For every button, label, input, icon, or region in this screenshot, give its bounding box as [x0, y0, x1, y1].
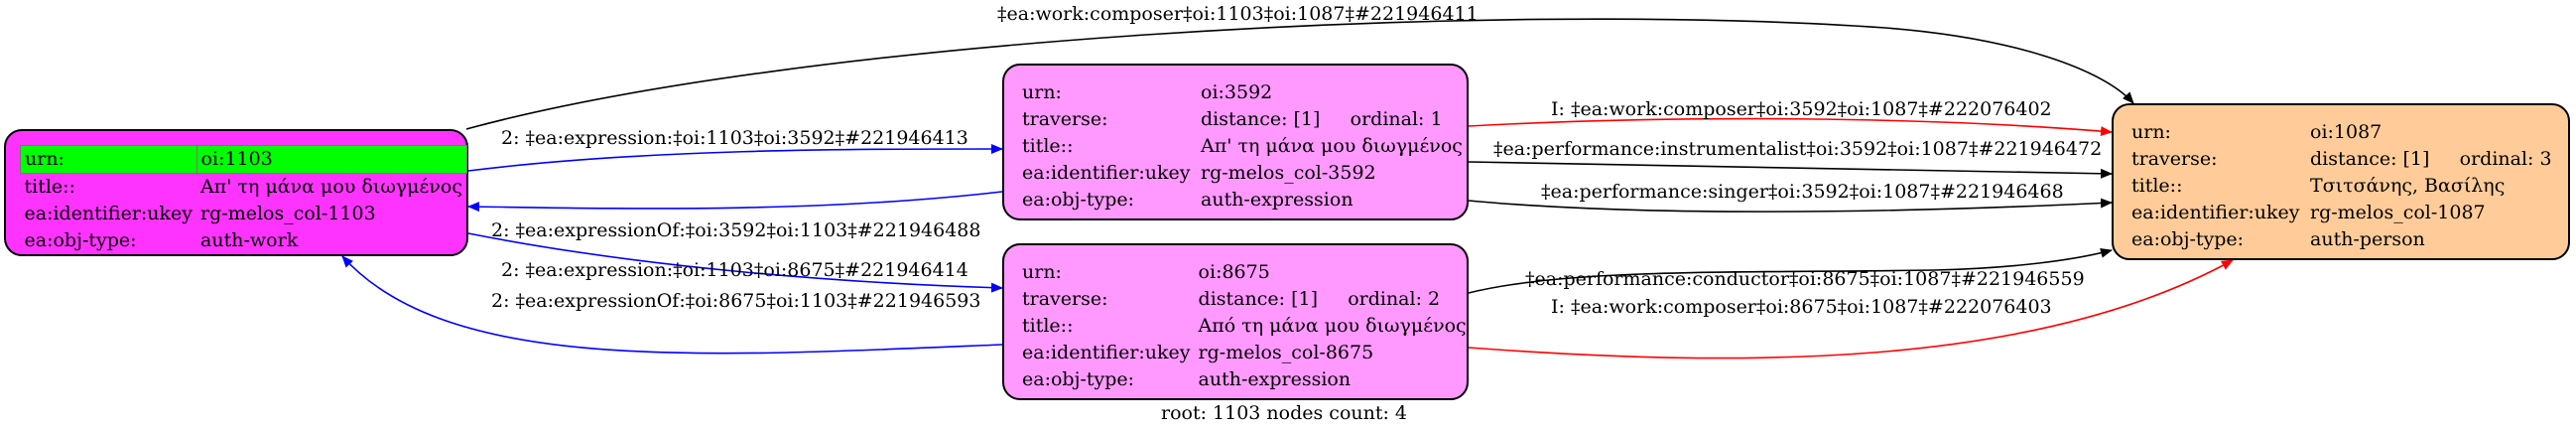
node-row-traverse: traverse: distance: [1] ordinal: 3: [2127, 146, 2556, 173]
row-key: title::: [1022, 135, 1074, 157]
node-oi-3592[interactable]: urn: oi:3592 traverse: distance: [1] ord…: [1002, 64, 1469, 220]
row-value: rg-melos_col-8675: [1198, 342, 1374, 363]
edge-expression-1103-3592: [467, 144, 1003, 172]
traverse-ordinal: ordinal: 2: [1348, 288, 1441, 310]
node-row-obj-type: ea:obj-type: auth-work: [21, 227, 467, 254]
node-row-title: title:: Απ' τη μάνα μου διωγμένος: [21, 174, 467, 202]
row-key: ea:identifier:ukey: [24, 203, 193, 224]
node-row-title: title:: Από τη μάνα μου διωγμένος: [1018, 313, 1471, 340]
row-value: auth-expression: [1198, 368, 1352, 390]
row-value: auth-person: [2310, 228, 2425, 250]
row-value: rg-melos_col-1087: [2310, 202, 2486, 223]
edge-label-e4: 2: ‡ea:expression:‡oi:1103‡oi:8675‡#2219…: [501, 259, 968, 281]
row-value: Απ' τη μάνα μου διωγμένος: [200, 176, 462, 198]
edge-label-e2: 2: ‡ea:expression:‡oi:1103‡oi:3592‡#2219…: [501, 127, 968, 149]
node-row-urn: urn: oi:3592: [1018, 79, 1467, 106]
row-key: ea:identifier:ukey: [1022, 342, 1191, 363]
edge-expressionOf-8675-1103: [341, 255, 1003, 355]
row-value: oi:3592: [1201, 81, 1273, 103]
edge-expressionOf-3592-1103: [467, 191, 1003, 213]
node-row-ukey: ea:identifier:ukey rg-melos_col-1103: [21, 201, 467, 227]
edge-singer-3592-1087: [1468, 198, 2113, 213]
row-value: Απ' τη μάνα μου διωγμένος: [1201, 135, 1463, 157]
row-key: urn:: [1022, 81, 1062, 103]
traverse-distance: distance: [1]: [2310, 148, 2430, 170]
row-value: auth-expression: [1201, 189, 1353, 211]
row-key: ea:obj-type:: [1022, 368, 1135, 390]
edge-label-e3: 2: ‡ea:expressionOf:‡oi:3592‡oi:1103‡#22…: [491, 219, 980, 241]
row-key: urn:: [20, 145, 197, 174]
node-oi-1103[interactable]: urn: oi:1103 title:: Απ' τη μάνα μου διω…: [4, 129, 468, 256]
node-oi-8675-table: urn: oi:8675 traverse: distance: [1] ord…: [1018, 259, 1471, 393]
node-row-obj-type: ea:obj-type: auth-expression: [1018, 366, 1471, 393]
edge-label-e9: ‡ea:performance:conductor‡oi:8675‡oi:108…: [1525, 268, 2085, 290]
traverse-distance: distance: [1]: [1198, 288, 1318, 310]
edge-composer-3592-1087: [1468, 117, 2113, 137]
row-value: oi:1087: [2310, 121, 2383, 143]
node-row-urn: urn: oi:1087: [2127, 119, 2556, 146]
node-row-urn: urn: oi:8675: [1018, 259, 1471, 286]
edge-composer-1103-1087: [465, 18, 2134, 130]
node-oi-8675[interactable]: urn: oi:8675 traverse: distance: [1] ord…: [1002, 243, 1469, 400]
row-key: title::: [24, 176, 75, 198]
row-key: ea:identifier:ukey: [2131, 202, 2300, 223]
node-row-ukey: ea:identifier:ukey rg-melos_col-3592: [1018, 160, 1467, 187]
node-oi-1087-table: urn: oi:1087 traverse: distance: [1] ord…: [2127, 119, 2556, 253]
node-oi-1087[interactable]: urn: oi:1087 traverse: distance: [1] ord…: [2112, 103, 2570, 260]
edge-conductor-8675-1087: [1468, 247, 2113, 294]
row-key: title::: [2131, 175, 2183, 197]
row-key: urn:: [2131, 121, 2171, 143]
graph-footer: root: 1103 nodes count: 4: [1161, 402, 1408, 424]
node-oi-3592-table: urn: oi:3592 traverse: distance: [1] ord…: [1018, 79, 1467, 214]
traverse-distance: distance: [1]: [1201, 108, 1321, 130]
node-oi-1103-table: urn: oi:1103 title:: Απ' τη μάνα μου διω…: [20, 145, 467, 254]
row-value: distance: [1] ordinal: 2: [1195, 286, 1471, 313]
traverse-ordinal: ordinal: 3: [2459, 148, 2552, 170]
edge-label-e8: ‡ea:performance:singer‡oi:3592‡oi:1087‡#…: [1541, 181, 2064, 203]
node-row-ukey: ea:identifier:ukey rg-melos_col-1087: [2127, 200, 2556, 226]
node-row-traverse: traverse: distance: [1] ordinal: 1: [1018, 106, 1467, 133]
row-value: oi:1103: [195, 145, 467, 174]
node-row-obj-type: ea:obj-type: auth-person: [2127, 226, 2556, 253]
row-key: traverse:: [1022, 288, 1108, 310]
row-key: ea:obj-type:: [2131, 228, 2245, 250]
row-value: distance: [1] ordinal: 1: [1197, 106, 1467, 133]
node-row-title: title:: Τσιτσάνης, Βασίλης: [2127, 173, 2556, 200]
node-row-ukey: ea:identifier:ukey rg-melos_col-8675: [1018, 340, 1471, 366]
edge-expression-1103-8675: [467, 232, 1003, 293]
node-row-urn: urn: oi:1103: [20, 145, 467, 174]
row-key: ea:obj-type:: [24, 229, 137, 251]
row-value: rg-melos_col-1103: [200, 203, 376, 224]
edge-label-e5: 2: ‡ea:expressionOf:‡oi:8675‡oi:1103‡#22…: [491, 290, 980, 312]
row-key: title::: [1022, 315, 1074, 337]
node-row-obj-type: ea:obj-type: auth-expression: [1018, 187, 1467, 214]
row-key: traverse:: [1022, 108, 1108, 130]
traverse-ordinal: ordinal: 1: [1350, 108, 1443, 130]
edge-label-e6: I: ‡ea:work:composer‡oi:3592‡oi:1087‡#22…: [1551, 98, 2052, 120]
row-key: ea:identifier:ukey: [1022, 162, 1191, 184]
row-value: distance: [1] ordinal: 3: [2306, 146, 2556, 173]
edge-composer-8675-1087: [1468, 259, 2234, 359]
row-value: Από τη μάνα μου διωγμένος: [1198, 315, 1467, 337]
edge-instrumentalist-3592-1087: [1468, 161, 2113, 179]
row-value: oi:8675: [1198, 261, 1270, 283]
row-value: Τσιτσάνης, Βασίλης: [2310, 175, 2506, 197]
row-key: traverse:: [2131, 148, 2218, 170]
node-row-title: title:: Απ' τη μάνα μου διωγμένος: [1018, 133, 1467, 160]
row-value: auth-work: [200, 229, 299, 251]
edge-label-e1: ‡ea:work:composer‡oi:1103‡oi:1087‡#22194…: [997, 3, 1479, 25]
node-row-traverse: traverse: distance: [1] ordinal: 2: [1018, 286, 1471, 313]
row-value: rg-melos_col-3592: [1201, 162, 1376, 184]
edge-label-e7: ‡ea:performance:instrumentalist‡oi:3592‡…: [1493, 138, 2102, 160]
row-key: ea:obj-type:: [1022, 189, 1135, 211]
row-key: urn:: [1022, 261, 1062, 283]
edge-label-e10: I: ‡ea:work:composer‡oi:8675‡oi:1087‡#22…: [1551, 296, 2052, 318]
